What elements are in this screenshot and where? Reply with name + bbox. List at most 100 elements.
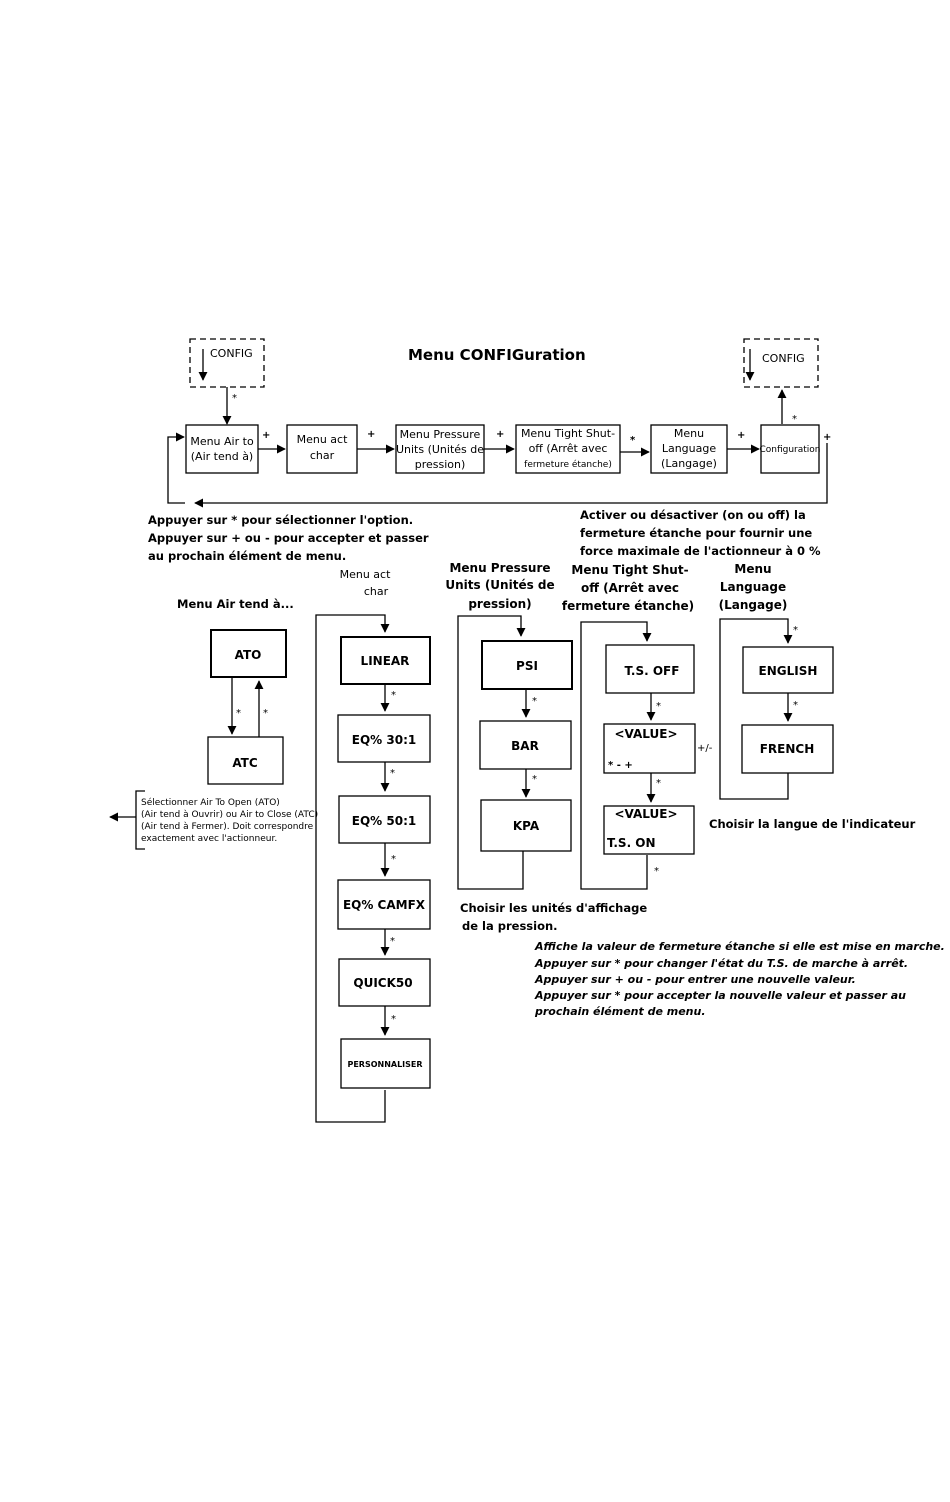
flow-pressure-line2: Units (Unités de: [396, 443, 484, 456]
plus-symbol: +: [823, 432, 831, 443]
tight-value-note: Affiche la valeur de fermeture étanche s…: [534, 940, 945, 1018]
svg-text:force maximale de l'actionneur: force maximale de l'actionneur à 0 %: [580, 544, 821, 558]
star-symbol: *: [390, 936, 395, 947]
flow-configuration-label: Configuration: [759, 445, 820, 455]
svg-text:exactement avec l'actionneur.: exactement avec l'actionneur.: [141, 834, 277, 844]
state-value-label: <VALUE>: [614, 727, 677, 741]
language-note: Choisir la langue de l'indicateur: [709, 817, 916, 831]
tight-header-line2: off (Arrêt avec: [581, 581, 679, 595]
option-eq-camfx: [337, 879, 431, 930]
diagram-title: Menu CONFIGuration: [408, 346, 586, 364]
star-symbol: *: [656, 701, 661, 712]
star-symbol: *: [263, 708, 268, 719]
svg-text:Activer ou désactiver (on ou o: Activer ou désactiver (on ou off) la: [580, 508, 806, 522]
star-symbol: *: [390, 768, 395, 779]
act-char-header-line1: Menu act: [340, 568, 391, 581]
option-kpa-label: KPA: [513, 819, 540, 833]
tight-shutoff-note: Activer ou désactiver (on ou off) la fer…: [580, 508, 821, 558]
plus-symbol: +: [262, 430, 270, 441]
flow-node-tight-shutoff: Menu Tight Shut- off (Arrêt avec fermetu…: [515, 424, 621, 474]
option-ato-label: ATO: [235, 648, 262, 662]
config-entry-left: CONFIG *: [189, 338, 265, 425]
config-left-label: CONFIG: [210, 347, 253, 360]
flow-tight-line1: Menu Tight Shut-: [521, 427, 615, 440]
flow-language-line3: (Langage): [661, 457, 717, 470]
language-header-line1: Menu: [734, 562, 771, 576]
config-exit-right: CONFIG *: [743, 338, 819, 425]
svg-text:Affiche la valeur de fermeture: Affiche la valeur de fermeture étanche s…: [534, 940, 945, 953]
air-to-note: Sélectionner Air To Open (ATO) (Air tend…: [135, 790, 318, 850]
option-linear: [340, 636, 431, 685]
option-french: [741, 724, 834, 774]
svg-text:Appuyer sur * pour accepter la: Appuyer sur * pour accepter la nouvelle …: [534, 989, 906, 1002]
state-ts-off-label: T.S. OFF: [625, 664, 680, 678]
flow-pressure-line3: pression): [415, 458, 466, 471]
state-value-on-label: <VALUE>: [614, 807, 677, 821]
option-psi: [481, 640, 573, 690]
language-header-line2: Language: [720, 580, 786, 594]
option-eq50-label: EQ% 50:1: [352, 814, 416, 828]
star-minus-plus-symbols: * - +: [608, 760, 633, 771]
star-symbol: *: [532, 696, 537, 707]
option-bar-label: BAR: [511, 739, 539, 753]
option-kpa: [480, 799, 572, 852]
star-symbol: *: [532, 774, 537, 785]
option-eq50: [338, 795, 431, 844]
flow-node-pressure: Menu Pressure Units (Unités de pression): [395, 424, 485, 474]
svg-text:prochain élément de menu.: prochain élément de menu.: [534, 1005, 706, 1018]
option-french-label: FRENCH: [760, 742, 815, 756]
air-to-header: Menu Air tend à...: [177, 597, 294, 611]
star-symbol: *: [793, 700, 798, 711]
flow-tight-line2: off (Arrêt avec: [529, 442, 608, 455]
option-linear-label: LINEAR: [361, 654, 410, 668]
svg-text:Appuyer sur * pour sélectionne: Appuyer sur * pour sélectionner l'option…: [148, 513, 413, 527]
star-symbol: *: [391, 690, 396, 701]
star-symbol: *: [391, 854, 396, 865]
plus-symbol: +: [737, 430, 745, 441]
option-atc-label: ATC: [232, 756, 258, 770]
state-ts-on-label: T.S. ON: [607, 836, 656, 850]
star-symbol: *: [391, 1014, 396, 1025]
option-personnaliser: [340, 1038, 431, 1089]
act-char-header-line2: char: [364, 585, 389, 598]
select-note: Appuyer sur * pour sélectionner l'option…: [148, 513, 429, 563]
flow-air-to-line1: Menu Air to: [190, 435, 254, 448]
svg-text:Appuyer sur * pour changer l'é: Appuyer sur * pour changer l'état du T.S…: [534, 957, 908, 970]
svg-text:Appuyer sur + ou - pour accept: Appuyer sur + ou - pour accepter et pass…: [148, 531, 429, 545]
flow-pressure-line1: Menu Pressure: [400, 428, 481, 441]
flow-language-line1: Menu: [674, 427, 704, 440]
flow-node-act-char: Menu act char: [286, 424, 358, 474]
star-symbol: *: [654, 866, 659, 877]
flow-node-configuration: Configuration: [759, 424, 821, 474]
star-symbol: *: [656, 778, 661, 789]
state-ts-on: [603, 805, 695, 855]
star-symbol: *: [792, 414, 797, 425]
svg-text:au prochain élément de menu.: au prochain élément de menu.: [148, 549, 346, 563]
option-quick50-label: QUICK50: [353, 976, 412, 990]
pressure-header-line1: Menu Pressure: [449, 561, 550, 575]
state-ts-off: [605, 644, 695, 694]
option-eq-camfx-label: EQ% CAMFX: [343, 898, 426, 912]
flow-node-language: Menu Language (Langage): [650, 424, 728, 474]
star-symbol: *: [630, 435, 636, 446]
option-atc: [207, 736, 284, 785]
tight-header-line3: fermeture étanche): [562, 599, 694, 613]
flow-node-air-to: Menu Air to (Air tend à): [185, 424, 259, 474]
flow-air-to-line2: (Air tend à): [191, 450, 253, 463]
pressure-header-line2: Units (Unités de: [445, 578, 554, 592]
option-psi-label: PSI: [516, 659, 538, 673]
svg-text:(Air tend à Ouvrir) ou Air to: (Air tend à Ouvrir) ou Air to Close (ATC…: [141, 810, 318, 820]
flow-tight-line3: fermeture étanche): [524, 459, 612, 470]
option-english-label: ENGLISH: [759, 664, 818, 678]
option-quick50: [338, 958, 431, 1007]
plus-symbol: +: [367, 429, 375, 440]
state-value-edit: [603, 723, 696, 774]
svg-text:fermeture étanche pour fournir: fermeture étanche pour fournir une: [580, 526, 812, 540]
language-header-line3: (Langage): [719, 598, 788, 612]
star-symbol: *: [236, 708, 241, 719]
star-symbol: *: [793, 625, 798, 636]
svg-text:Sélectionner Air To Open (ATO): Sélectionner Air To Open (ATO): [141, 797, 280, 808]
option-eq30-label: EQ% 30:1: [352, 733, 416, 747]
pressure-note-line1: Choisir les unités d'affichage: [460, 901, 647, 915]
